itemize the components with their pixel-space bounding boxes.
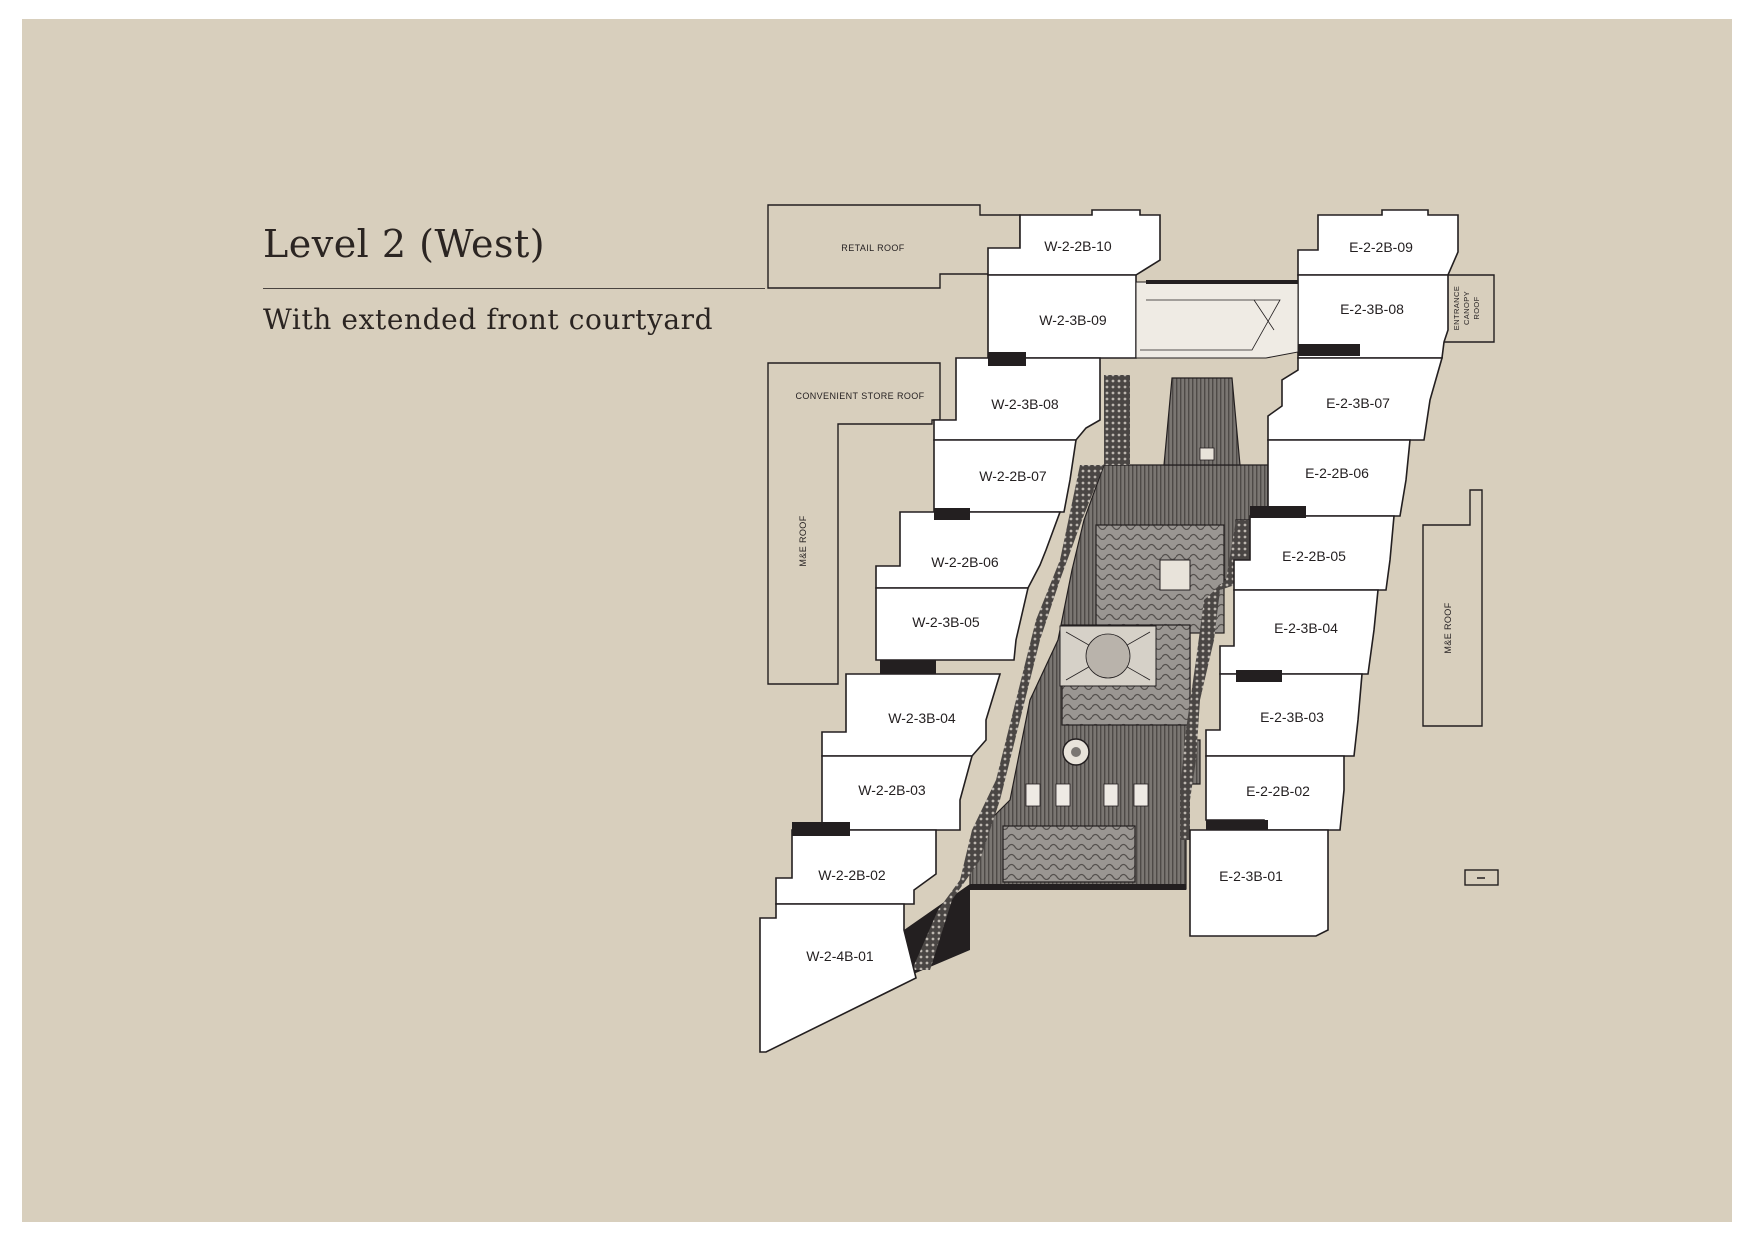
convenient-store-roof: [767, 362, 941, 685]
unit-w-2-3b-05[interactable]: [875, 587, 1030, 661]
unit-w-2-2b-06[interactable]: [875, 511, 1062, 589]
convenient-store-roof-label: CONVENIENT STORE ROOF: [795, 391, 924, 401]
small-marker: [1464, 869, 1499, 886]
unit-w-2-2b-10[interactable]: [987, 209, 1161, 276]
unit-label: W-2-3B-09: [1039, 312, 1107, 328]
unit-label: W-2-3B-08: [991, 396, 1059, 412]
mse-roof-east: [1422, 489, 1483, 727]
unit-label: E-2-3B-07: [1326, 395, 1390, 411]
unit-label: W-2-2B-07: [979, 468, 1047, 484]
entrance-canopy-label-1: ENTRANCE: [1452, 286, 1461, 330]
unit-label: W-2-2B-02: [818, 867, 886, 883]
entrance-stairs: [1163, 377, 1241, 466]
planter-north: [1104, 375, 1130, 465]
page-title: Level 2 (West): [263, 222, 546, 266]
entrance-canopy-label-3: ROOF: [1472, 296, 1481, 319]
unit-label: W-2-4B-01: [806, 948, 874, 964]
unit-label: W-2-2B-10: [1044, 238, 1112, 254]
unit-w-2-4b-01[interactable]: [759, 903, 917, 1053]
unit-label: E-2-3B-08: [1340, 301, 1404, 317]
pavilion: [1159, 559, 1191, 591]
unit-label: E-2-3B-04: [1274, 620, 1338, 636]
retail-roof-label: RETAIL ROOF: [841, 243, 905, 253]
unit-label: W-2-3B-04: [888, 710, 956, 726]
unit-e-2-2b-06[interactable]: [1267, 439, 1411, 517]
unit-e-2-3b-01[interactable]: [1189, 829, 1329, 937]
unit-label: W-2-2B-03: [858, 782, 926, 798]
entrance-canopy-label-2: CANOPY: [1462, 291, 1471, 325]
unit-w-2-2b-02[interactable]: [775, 829, 937, 905]
unit-label: W-2-3B-05: [912, 614, 980, 630]
water-feature-bottom: [1002, 825, 1136, 883]
drop-off-canopy: [1135, 281, 1299, 359]
unit-label: W-2-2B-06: [931, 554, 999, 570]
unit-label: E-2-3B-01: [1219, 868, 1283, 884]
unit-w-2-2b-03[interactable]: [821, 755, 974, 831]
unit-w-2-3b-08[interactable]: [933, 357, 1101, 441]
unit-label: E-2-3B-03: [1260, 709, 1324, 725]
unit-label: E-2-2B-02: [1246, 783, 1310, 799]
unit-label: E-2-2B-05: [1282, 548, 1346, 564]
planter-west: [912, 465, 1104, 970]
planter-east: [1180, 520, 1250, 840]
unit-label: E-2-2B-06: [1305, 465, 1369, 481]
title-divider: [263, 288, 765, 289]
unit-e-2-2b-09[interactable]: [1297, 209, 1459, 276]
unit-w-2-2b-07[interactable]: [933, 439, 1077, 513]
page-subtitle: With extended front courtyard: [263, 303, 714, 336]
unit-e-2-3b-07[interactable]: [1267, 357, 1444, 441]
mse-roof-east-label: M&E ROOF: [1443, 602, 1453, 653]
mse-roof-west-label: M&E ROOF: [798, 515, 808, 566]
unit-label: E-2-2B-09: [1349, 239, 1413, 255]
